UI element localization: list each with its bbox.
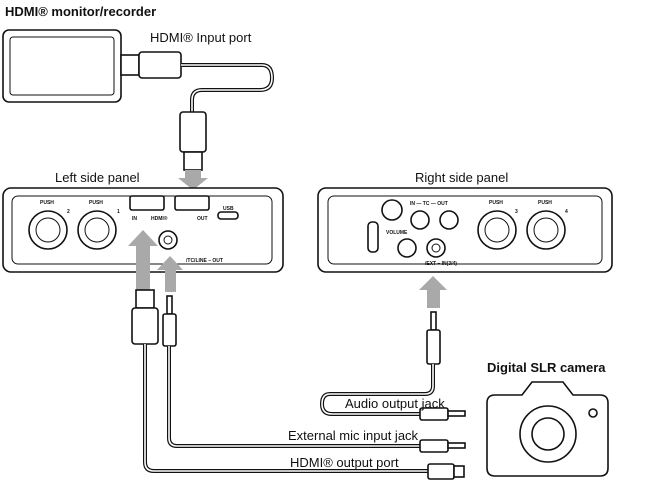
audio-output-jack-label: Audio output jack bbox=[345, 396, 445, 411]
channel-2: 2 bbox=[67, 209, 70, 215]
ext-mic-input-jack-label: External mic input jack bbox=[288, 428, 419, 443]
channel-3: 3 bbox=[515, 209, 518, 215]
arrow-down-hdmi-in bbox=[178, 170, 208, 190]
usb-port bbox=[217, 211, 239, 220]
hdmi-output-plug bbox=[427, 463, 465, 480]
hdmi-plug-top bbox=[179, 111, 207, 171]
ext-in-label: /EXT – IN(3/4) bbox=[425, 261, 457, 267]
hdmi-input-port-label: HDMI® Input port bbox=[150, 30, 252, 45]
volume-label: VOLUME bbox=[386, 230, 408, 236]
audio-jack-vertical bbox=[426, 311, 441, 365]
channel-4: 4 bbox=[565, 209, 568, 215]
push-label-3: PUSH bbox=[489, 200, 503, 206]
mini-jack-left bbox=[162, 295, 177, 347]
monitor-label: HDMI® monitor/recorder bbox=[5, 4, 156, 19]
headphone-jack bbox=[397, 238, 417, 258]
arrow-up-tc-line bbox=[157, 256, 183, 292]
camera-label: Digital SLR camera bbox=[487, 360, 606, 375]
arrow-up-hdmi-in bbox=[128, 230, 158, 292]
channel-1: 1 bbox=[117, 209, 120, 215]
hdmi-output-port-label: HDMI® output port bbox=[290, 455, 399, 470]
right-panel-label: Right side panel bbox=[415, 170, 508, 185]
hdmi-out-port bbox=[174, 195, 210, 211]
tc-line-out-jack bbox=[158, 230, 178, 250]
power-switch bbox=[367, 221, 379, 253]
push-label-4: PUSH bbox=[538, 200, 552, 206]
hdmi-out-label: OUT bbox=[197, 216, 208, 222]
hdmi-plug-bottom bbox=[131, 289, 159, 345]
push-label-2: PUSH bbox=[40, 200, 54, 206]
audio-output-jack-plug bbox=[419, 407, 466, 421]
hdmi-cable-monitor bbox=[181, 63, 275, 112]
ext-in-jack bbox=[426, 238, 446, 258]
hdmi-in-port bbox=[129, 195, 165, 211]
left-panel-label: Left side panel bbox=[55, 170, 140, 185]
hdmi-logo: HDMI® bbox=[151, 215, 168, 222]
volume-knob bbox=[381, 199, 403, 221]
usb-label: USB bbox=[223, 206, 234, 212]
camera-icon bbox=[486, 381, 609, 477]
push-label-1: PUSH bbox=[89, 200, 103, 206]
ext-mic-jack-plug bbox=[419, 439, 466, 453]
hdmi-monitor bbox=[2, 29, 182, 103]
tc-line-out-label: /TC/LINE – OUT bbox=[186, 258, 223, 264]
right-side-panel: VOLUME IN — TC — OUT /EXT – IN(3/4) PUSH… bbox=[317, 187, 613, 273]
tc-label: IN — TC — OUT bbox=[410, 201, 448, 207]
arrow-up-ext-in bbox=[419, 276, 447, 308]
hdmi-in-label: IN bbox=[132, 216, 137, 222]
